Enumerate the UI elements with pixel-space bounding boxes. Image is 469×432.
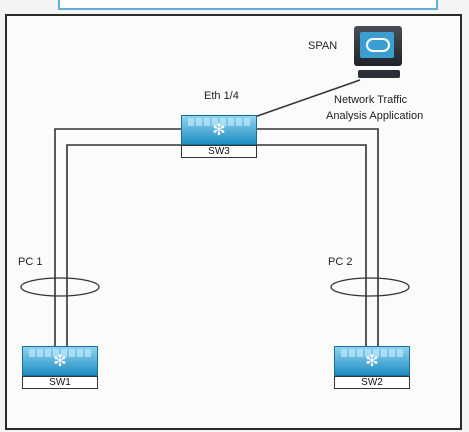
switch-sw2-label: SW2 bbox=[334, 376, 410, 389]
portchannel-1-ellipse bbox=[20, 277, 100, 297]
portchannel-2-ellipse bbox=[330, 277, 410, 297]
cable-sw3-sw2-inner bbox=[255, 144, 367, 350]
port-label: Eth 1/4 bbox=[204, 90, 239, 102]
monitor-icon bbox=[348, 26, 408, 82]
switch-sw1-label: SW1 bbox=[22, 376, 98, 389]
cable-sw3-sw1-inner bbox=[66, 144, 182, 350]
cisco-switch-icon bbox=[181, 115, 257, 145]
switch-sw2: ✻ SW2 bbox=[334, 346, 410, 389]
switch-sw3: ✻ SW3 bbox=[181, 115, 257, 158]
cisco-switch-icon bbox=[334, 346, 410, 376]
switch-sw3-label: SW3 bbox=[181, 145, 257, 158]
portchannel-2-label: PC 2 bbox=[328, 256, 353, 268]
top-banner-strip bbox=[58, 0, 438, 10]
span-label: SPAN bbox=[308, 40, 338, 52]
cisco-switch-icon bbox=[22, 346, 98, 376]
span-link bbox=[245, 79, 361, 121]
portchannel-1-label: PC 1 bbox=[18, 256, 43, 268]
app-label-line1: Network Traffic bbox=[334, 94, 408, 106]
app-label-line2: Analysis Application bbox=[326, 110, 424, 122]
cable-sw3-sw1-outer bbox=[54, 128, 182, 350]
cable-sw3-sw2-outer bbox=[255, 128, 379, 350]
switch-sw1: ✻ SW1 bbox=[22, 346, 98, 389]
